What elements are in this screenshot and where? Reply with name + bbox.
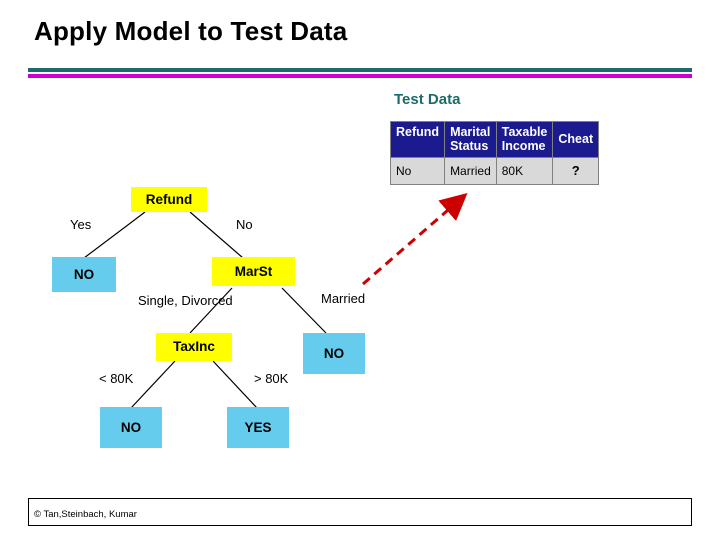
test-data-label: Test Data xyxy=(394,91,461,108)
edge-marst-to-no xyxy=(281,287,327,334)
tree-node-no-married[interactable]: NO xyxy=(303,333,365,374)
tree-node-refund[interactable]: Refund xyxy=(131,187,207,212)
table-header-cheat: Cheat xyxy=(552,121,600,158)
tree-node-yes-gt80k[interactable]: YES xyxy=(227,407,289,448)
edge-label-gt80k: > 80K xyxy=(254,371,289,386)
tree-node-no-lt80k[interactable]: NO xyxy=(100,407,162,448)
divider-teal xyxy=(28,68,692,72)
tree-node-marst[interactable]: MarSt xyxy=(212,257,295,286)
table-header-taxable-income: Taxable Income xyxy=(495,121,554,158)
cell-marital-status: Married xyxy=(444,156,497,185)
edge-label-no: No xyxy=(236,217,253,232)
cell-cheat: ? xyxy=(552,156,600,185)
red-dashed-arrow xyxy=(362,193,468,286)
table-header-marital-status: Marital Status xyxy=(444,121,497,158)
edge-label-lt80k: < 80K xyxy=(99,371,134,386)
divider-magenta xyxy=(28,74,692,78)
edge-label-yes: Yes xyxy=(70,217,92,232)
edge-label-married: Married xyxy=(321,291,366,306)
edge-refund-to-no xyxy=(83,211,146,259)
table-row: No Married 80K ? xyxy=(389,156,600,185)
tree-node-no-left[interactable]: NO xyxy=(52,257,116,292)
cell-taxable-income: 80K xyxy=(495,156,554,185)
edge-taxinc-to-no xyxy=(130,360,176,409)
page-title: Apply Model to Test Data xyxy=(34,16,348,46)
tree-node-taxinc[interactable]: TaxInc xyxy=(156,333,232,361)
test-data-table: Refund Marital Status Taxable Income Che… xyxy=(389,121,600,185)
edge-taxinc-to-yes xyxy=(212,360,258,409)
footer-box xyxy=(28,498,692,526)
table-header-row: Refund Marital Status Taxable Income Che… xyxy=(389,121,600,158)
footer-credit: © Tan,Steinbach, Kumar xyxy=(34,509,137,520)
edge-label-single-divorced: Single, Divorced xyxy=(138,293,233,308)
cell-refund: No xyxy=(389,156,446,185)
table-header-refund: Refund xyxy=(389,121,446,158)
